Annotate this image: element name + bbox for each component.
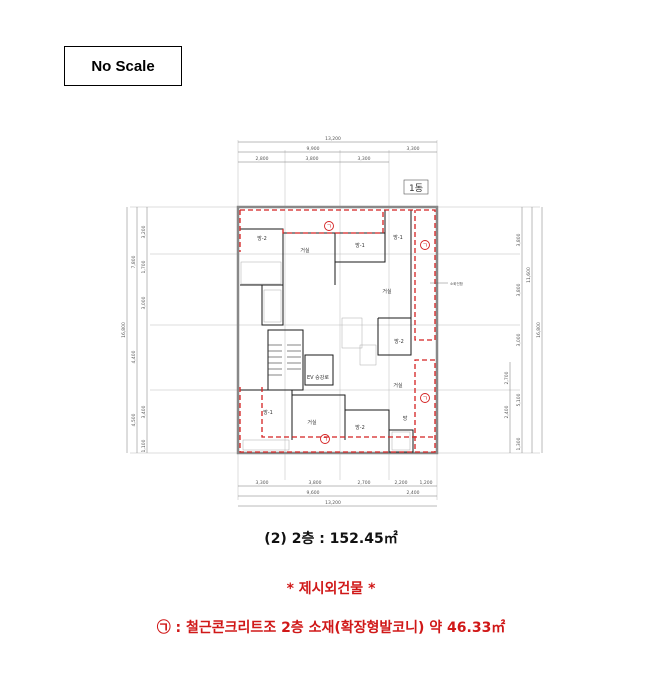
extension-markers: ㄱ ㄱ ㄱ ㄱ [320, 221, 430, 444]
svg-text:3,400: 3,400 [141, 405, 147, 418]
svg-text:거실: 거실 [393, 382, 403, 389]
dim-bottom: 1,200 [420, 480, 433, 486]
left-dimension-labels: 16,800 7,800 4,400 4,500 3,200 1,700 3,0… [121, 225, 147, 452]
dim-bottom: 2,200 [395, 480, 408, 486]
svg-text:거실: 거실 [382, 288, 392, 295]
svg-text:3,800: 3,800 [516, 283, 522, 296]
svg-text:11,600: 11,600 [526, 267, 532, 283]
svg-text:16,800: 16,800 [121, 322, 127, 338]
dim-top: 3,300 [407, 146, 420, 152]
svg-text:EV 승강로: EV 승강로 [307, 374, 329, 381]
no-scale-label: No Scale [91, 57, 155, 75]
svg-text:방-1: 방-1 [393, 234, 403, 241]
svg-text:3,200: 3,200 [141, 225, 147, 238]
floor-plan-drawing: 13,200 9,900 3,300 2,800 3,800 3,300 1동 … [120, 130, 550, 520]
svg-text:ㄱ: ㄱ [322, 437, 328, 444]
top-dimension-lines [238, 141, 437, 163]
svg-text:7,800: 7,800 [131, 255, 137, 268]
svg-text:방-1: 방-1 [355, 242, 365, 249]
building-label: 1동 [409, 183, 423, 194]
svg-text:1,300: 1,300 [516, 437, 522, 450]
dim-bottom: 3,800 [309, 480, 322, 486]
annotation-label: 소화전함 [450, 281, 464, 286]
svg-text:2,400: 2,400 [504, 405, 510, 418]
svg-text:방-1: 방-1 [263, 409, 273, 416]
outer-wall [236, 205, 439, 455]
svg-text:1,100: 1,100 [141, 439, 147, 452]
no-scale-badge: No Scale [64, 46, 182, 86]
svg-text:방: 방 [403, 415, 408, 422]
svg-text:4,500: 4,500 [131, 413, 137, 426]
left-dimension-lines [126, 207, 148, 453]
svg-text:ㄱ: ㄱ [422, 396, 428, 403]
room-labels: 방-2 거실 방-1 방-1 거실 방-2 EV 승강로 거실 방-1 거실 방… [257, 234, 407, 431]
dim-bottom: 2,400 [407, 490, 420, 496]
stairs [268, 344, 301, 376]
svg-text:16,800: 16,800 [536, 322, 542, 338]
dim-top-total: 13,200 [325, 136, 341, 142]
svg-text:5,100: 5,100 [516, 393, 522, 406]
bottom-dimension-lines [238, 485, 437, 507]
svg-text:방-2: 방-2 [355, 424, 365, 431]
extra-building-note: ㉠ : 철근콘크리트조 2층 소재(확장형발코니) 약 46.33㎡ [156, 620, 506, 636]
right-dimension-labels: 3,800 3,800 3,000 2,700 2,400 1,300 11,6… [504, 233, 542, 450]
svg-text:3,000: 3,000 [516, 333, 522, 346]
building-label-box [403, 179, 429, 195]
svg-text:3,800: 3,800 [516, 233, 522, 246]
svg-text:3,000: 3,000 [141, 296, 147, 309]
right-dimension-lines [509, 207, 543, 453]
grid-lines [130, 140, 540, 500]
dim-top: 2,800 [256, 156, 269, 162]
svg-text:거실: 거실 [300, 247, 310, 254]
dim-bottom: 3,300 [256, 480, 269, 486]
extra-building-title: * 제시외건물 * [286, 581, 376, 597]
svg-text:2,700: 2,700 [504, 371, 510, 384]
dim-bottom: 9,600 [307, 490, 320, 496]
dim-top: 3,800 [306, 156, 319, 162]
svg-text:4,400: 4,400 [131, 350, 137, 363]
dim-bottom-total: 13,200 [325, 500, 341, 506]
floor-plan-svg: 13,200 9,900 3,300 2,800 3,800 3,300 1동 … [121, 136, 543, 507]
dim-top: 3,300 [358, 156, 371, 162]
tile-areas [240, 261, 411, 451]
svg-text:ㄱ: ㄱ [422, 243, 428, 250]
svg-text:1,700: 1,700 [141, 260, 147, 273]
svg-text:거실: 거실 [307, 419, 317, 426]
dim-top: 9,900 [307, 146, 320, 152]
floor-area-caption: (2) 2층 : 152.45㎡ [264, 531, 398, 547]
svg-text:방-2: 방-2 [257, 235, 267, 242]
svg-text:방-2: 방-2 [394, 338, 404, 345]
extension-outlines [239, 209, 436, 453]
svg-text:ㄱ: ㄱ [326, 224, 332, 231]
dim-bottom: 2,700 [358, 480, 371, 486]
